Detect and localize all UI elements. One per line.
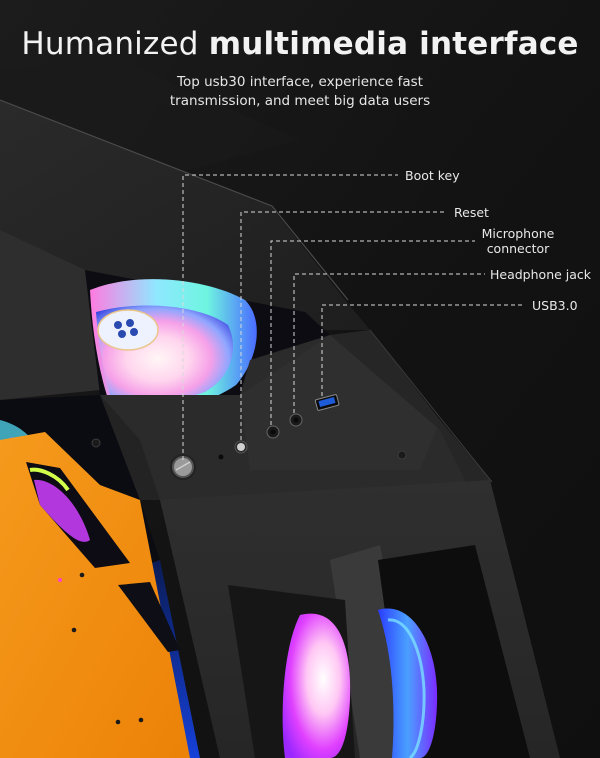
page-title: Humanized multimedia interface [0,24,600,64]
title-light: Humanized [21,26,199,62]
subtitle-line-2: transmission, and meet big data users [169,93,431,109]
title-bold: multimedia interface [208,26,579,62]
reset-button [234,440,248,454]
led-indicator [218,454,224,460]
callout-microphone: Microphone connector [478,226,558,256]
top-rgb-fan [90,279,257,413]
callout-lines [182,174,525,460]
callout-boot-key: Boot key [405,168,460,183]
subtitle-line-1: Top usb30 interface, experience fast [177,74,423,90]
page-subtitle: Top usb30 interface, experience fast tra… [0,73,600,111]
front-rgb-fan-left [282,613,351,758]
callout-headphone-jack: Headphone jack [490,267,592,282]
usb3-port [314,394,340,411]
microphone-port [266,425,280,439]
power-button [170,454,196,480]
orange-side-panel [0,432,190,758]
fan-logo-icon [114,319,138,338]
callout-usb3: USB3.0 [532,298,578,313]
callout-microphone-line-2: connector [486,241,550,256]
callout-reset: Reset [454,205,489,220]
headphone-port [289,413,303,427]
front-rgb-fan-right [378,608,438,758]
callout-microphone-line-1: Microphone [481,226,555,241]
